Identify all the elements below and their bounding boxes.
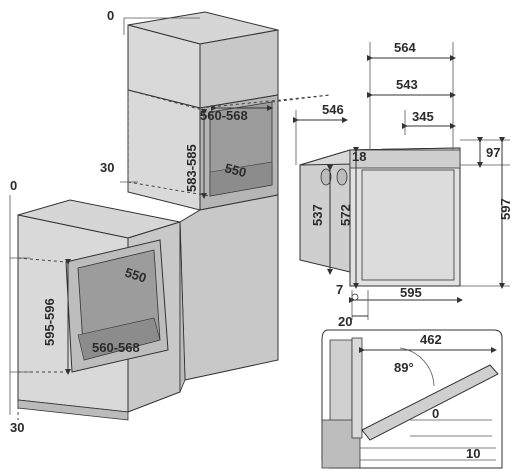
- label-oven-frame-depth: 18: [352, 149, 366, 164]
- label-left-bottom-gap: 30: [10, 420, 24, 435]
- label-tall-side-gap: 30: [100, 160, 114, 175]
- label-oven-bottom-width: 595: [400, 285, 422, 300]
- base-cabinet: [9, 195, 181, 421]
- label-oven-total-height: 597: [498, 198, 513, 220]
- knob-icon: [336, 168, 348, 186]
- door-detail-inset: [321, 329, 503, 469]
- label-oven-front-offset: 20: [338, 314, 352, 329]
- label-door-gap-bottom: 10: [466, 446, 480, 461]
- label-door-gap-top: 0: [432, 406, 439, 421]
- label-oven-rear-depth: 345: [412, 109, 434, 124]
- label-oven-body-depth: 546: [322, 102, 344, 117]
- label-left-height: 595-596: [42, 298, 57, 346]
- label-tall-width: 560-568: [200, 108, 248, 123]
- label-oven-inner-width: 543: [396, 77, 418, 92]
- label-oven-top-band: 97: [486, 145, 500, 160]
- label-left-width: 560-568: [92, 340, 140, 355]
- label-oven-bottom-offset: 7: [336, 282, 343, 297]
- label-oven-body-height-inner: 572: [338, 204, 353, 226]
- label-left-depth: 550: [123, 265, 148, 286]
- label-door-opening-depth: 462: [420, 332, 442, 347]
- label-door-angle: 89°: [394, 360, 414, 375]
- oven-unit: [293, 42, 510, 320]
- tall-cabinet: [120, 11, 331, 393]
- label-left-top-gap: 0: [10, 178, 17, 193]
- label-oven-body-height-outer: 537: [310, 204, 325, 226]
- label-tall-depth: 550: [223, 160, 248, 180]
- label-tall-height: 583-585: [184, 144, 199, 192]
- label-tall-top-gap: 0: [107, 8, 114, 23]
- label-oven-width-top: 564: [394, 40, 416, 55]
